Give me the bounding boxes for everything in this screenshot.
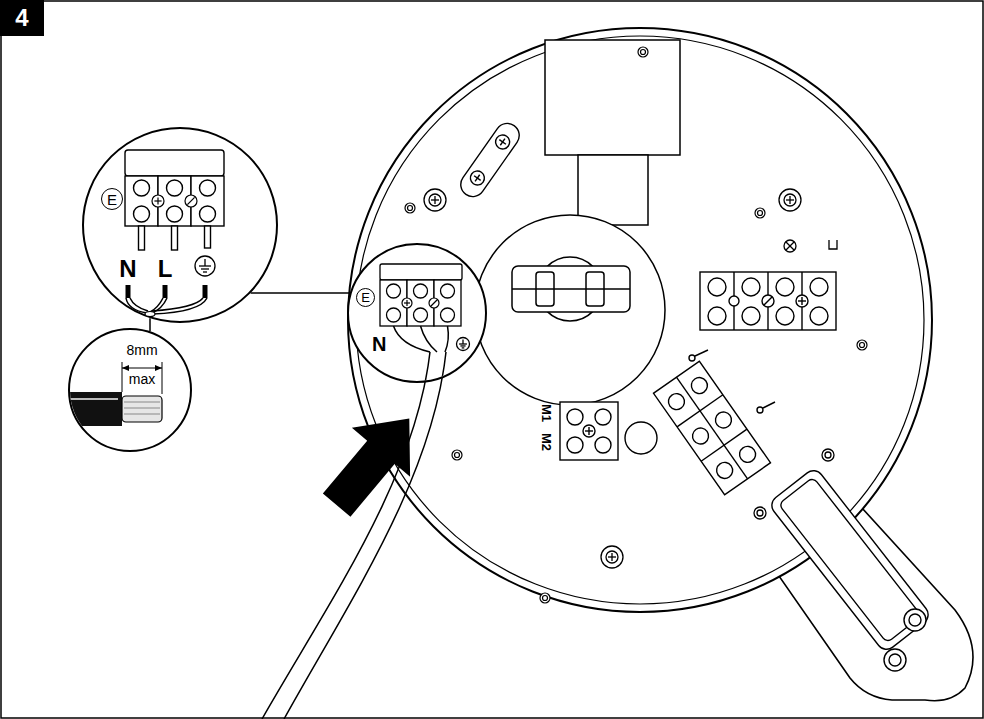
dimension-note: max bbox=[129, 372, 155, 386]
detail-magnifier: E NL bbox=[82, 127, 278, 323]
screws bbox=[424, 189, 834, 568]
step-number: 4 bbox=[15, 6, 28, 30]
leader-line bbox=[251, 292, 350, 294]
terminal-strip bbox=[700, 272, 836, 330]
dimension-value: 8mm bbox=[126, 343, 157, 357]
detail-area: EN bbox=[347, 243, 487, 383]
terminal-mark: E bbox=[101, 188, 123, 210]
terminal-name: N bbox=[372, 334, 386, 354]
insert-arrow bbox=[308, 394, 439, 529]
motor-terminals bbox=[560, 402, 657, 460]
terminal-name: M2 bbox=[540, 433, 553, 451]
terminal-symbols bbox=[784, 240, 837, 252]
sensor-terminals bbox=[654, 350, 775, 495]
terminal-name: M1 bbox=[540, 404, 553, 422]
supply-cable bbox=[262, 352, 446, 719]
terminal-name: L bbox=[158, 257, 173, 281]
strip-length-detail: 8mm max bbox=[68, 328, 192, 452]
terminal-name: N bbox=[119, 257, 136, 281]
outline-circle bbox=[347, 243, 487, 383]
tab-insert bbox=[768, 467, 932, 671]
step-number-box: 4 bbox=[0, 0, 44, 36]
terminal-mark: E bbox=[356, 288, 375, 307]
outline-circle bbox=[82, 127, 278, 323]
cable-clamp bbox=[456, 119, 524, 202]
lamp-housing bbox=[475, 40, 680, 405]
leader-line bbox=[149, 318, 151, 331]
